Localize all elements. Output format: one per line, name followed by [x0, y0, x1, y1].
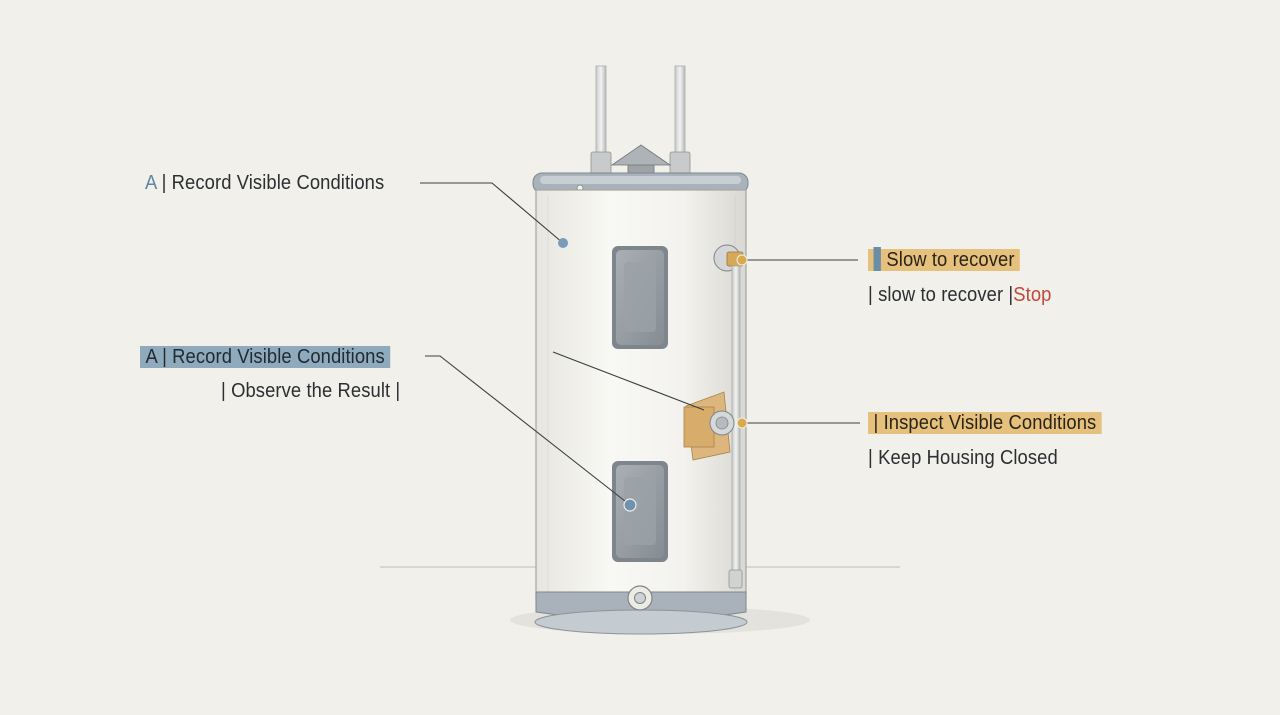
leader-line-mid-left: [425, 355, 631, 506]
leader-line-internal: [552, 351, 705, 411]
callout-top-right-title: Slow to recover: [868, 247, 1021, 273]
lower-access-panel: [612, 461, 668, 562]
marker-dot-relief-valve: [736, 254, 748, 266]
vent-cap: [610, 144, 672, 177]
callout-top-right-title-label: Slow to recover: [886, 249, 1015, 271]
marker-dot-lower-panel: [623, 498, 637, 512]
callout-mid-right-subtitle: | Keep Housing Closed: [868, 447, 1058, 469]
leader-line-top-left: [420, 182, 564, 244]
callout-mid-right-title-text: | Inspect Visible Conditions: [868, 412, 1102, 434]
supply-pipes: [590, 65, 691, 175]
callout-top-left-text: | Record Visible Conditions: [161, 172, 385, 194]
drain-valve: [627, 585, 653, 611]
callout-top-right-subtitle-text: | slow to recover |: [868, 284, 1014, 306]
marker-dot-tank-top: [558, 238, 568, 248]
callout-top-right-subtitle: | slow to recover |Stop: [868, 282, 1051, 308]
callout-mid-left-title: A | Record Visible Conditions: [140, 344, 391, 370]
callout-mid-left-subtitle: | Observe the Result |: [221, 380, 401, 402]
leader-lines: [420, 182, 860, 506]
callout-mid-left-title-text: A | Record Visible Conditions: [140, 346, 391, 368]
callout-top-right-warning: Stop: [1013, 284, 1052, 306]
upper-access-panel: [612, 246, 668, 349]
thermostat-control: [683, 391, 735, 461]
marker-dot-thermostat: [736, 417, 748, 429]
callout-top-left: A | Record Visible Conditions: [145, 170, 384, 196]
callout-top-right-bar-marker: [873, 247, 881, 271]
callout-top-right-title-text: Slow to recover: [868, 247, 1021, 271]
callout-mid-right-title: | Inspect Visible Conditions: [868, 410, 1102, 436]
callout-top-left-prefix: A: [145, 172, 157, 194]
